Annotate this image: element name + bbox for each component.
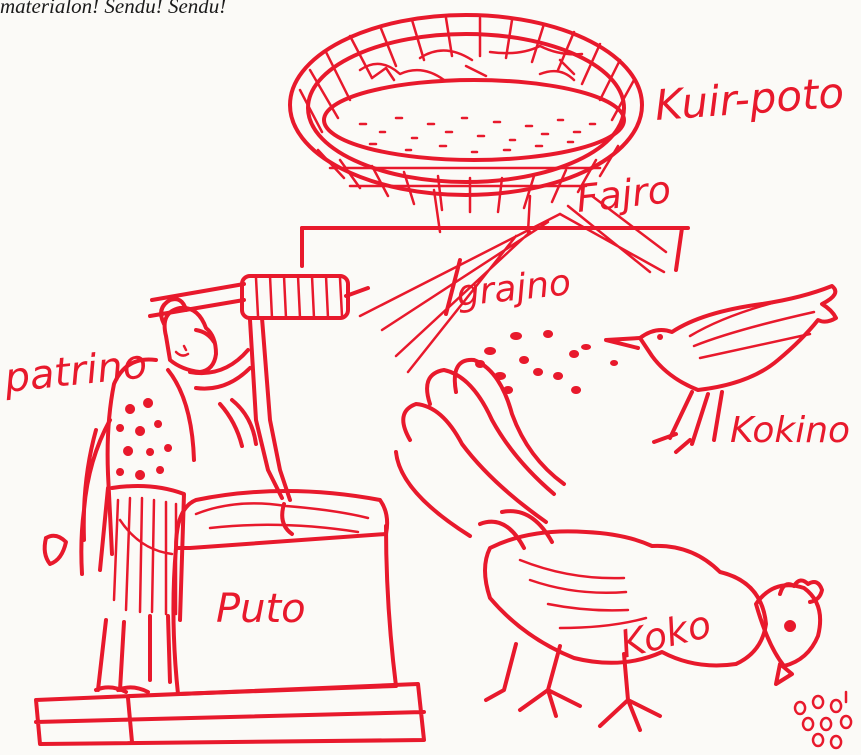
label-fire: Fajro (574, 167, 673, 221)
label-woman: patrino (1, 341, 149, 402)
label-mortar: Puto (216, 586, 306, 632)
rooster-seeds (795, 692, 851, 748)
label-basket: Kuir-poto (653, 68, 845, 130)
grain-seeds (475, 330, 618, 394)
label-bird: Kokino (730, 410, 850, 451)
label-rooster: Koko (616, 602, 716, 667)
